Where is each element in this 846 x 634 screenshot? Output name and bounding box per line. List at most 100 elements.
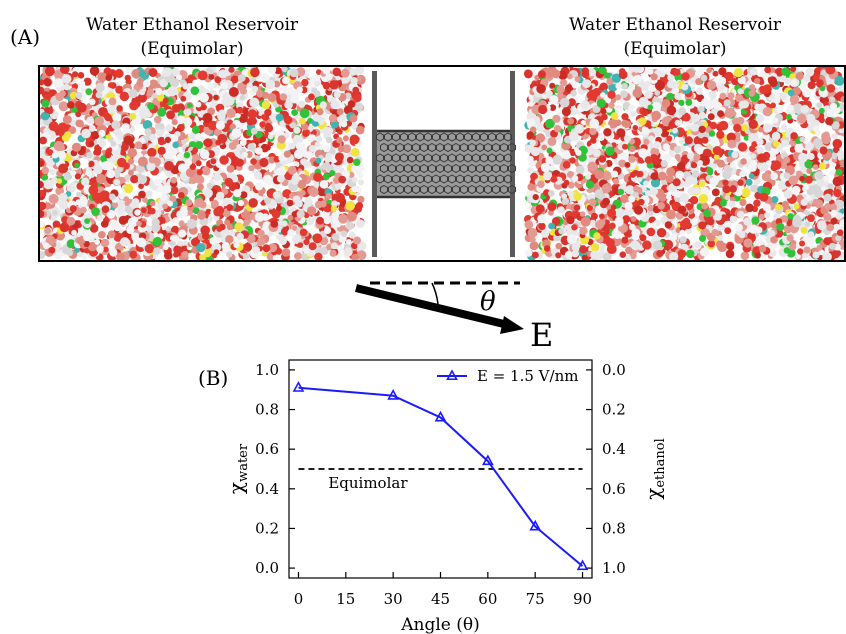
atom bbox=[666, 105, 677, 116]
atom bbox=[621, 82, 628, 90]
atom bbox=[211, 199, 219, 208]
atom bbox=[163, 244, 169, 251]
atom bbox=[638, 117, 647, 126]
atom bbox=[170, 186, 179, 195]
atom bbox=[276, 174, 285, 183]
atom bbox=[75, 168, 82, 175]
atom bbox=[265, 122, 272, 129]
atom bbox=[678, 99, 685, 106]
atom bbox=[309, 187, 319, 197]
atom bbox=[183, 117, 193, 127]
atom bbox=[259, 121, 266, 128]
atom bbox=[685, 98, 693, 106]
atom bbox=[182, 83, 189, 90]
atom bbox=[616, 128, 626, 138]
atom bbox=[185, 168, 196, 178]
atom bbox=[256, 195, 263, 203]
atom bbox=[293, 126, 301, 134]
atom bbox=[789, 243, 797, 251]
atom bbox=[580, 100, 590, 110]
atom bbox=[136, 220, 142, 227]
atom bbox=[234, 222, 244, 232]
atom bbox=[149, 79, 159, 89]
atom bbox=[252, 246, 260, 254]
atom bbox=[294, 149, 304, 159]
atom bbox=[761, 172, 771, 182]
atom bbox=[772, 117, 779, 124]
atom bbox=[562, 197, 570, 205]
atom bbox=[316, 216, 324, 225]
atom bbox=[719, 92, 727, 100]
atom bbox=[717, 235, 724, 241]
atom bbox=[717, 181, 724, 188]
atom bbox=[215, 120, 225, 130]
atom bbox=[739, 198, 747, 207]
atom bbox=[103, 67, 112, 76]
atom bbox=[799, 175, 805, 182]
atom bbox=[569, 157, 576, 164]
simulation-snapshot bbox=[40, 67, 844, 260]
atom bbox=[545, 70, 553, 79]
atom bbox=[273, 80, 281, 88]
atom bbox=[797, 113, 807, 124]
atom bbox=[212, 242, 221, 252]
atom bbox=[771, 160, 782, 170]
atom bbox=[579, 211, 586, 217]
atom bbox=[314, 200, 323, 209]
atom bbox=[138, 69, 146, 78]
atom bbox=[325, 136, 333, 144]
atom bbox=[40, 220, 45, 228]
atom bbox=[634, 86, 642, 93]
atom bbox=[119, 91, 130, 102]
atom bbox=[812, 198, 819, 206]
atom bbox=[779, 92, 788, 100]
atom bbox=[314, 252, 323, 260]
atom bbox=[639, 234, 647, 242]
atom bbox=[242, 211, 251, 220]
atom bbox=[40, 189, 45, 197]
atom bbox=[750, 184, 759, 193]
atom bbox=[203, 139, 210, 146]
atom bbox=[313, 90, 321, 97]
atom bbox=[754, 77, 761, 85]
atom bbox=[813, 138, 823, 148]
atom bbox=[599, 82, 608, 92]
atom bbox=[603, 72, 611, 79]
atom bbox=[254, 212, 265, 222]
atom bbox=[236, 106, 244, 114]
atom bbox=[272, 191, 281, 199]
atom bbox=[270, 220, 279, 228]
atom bbox=[58, 163, 69, 174]
atom bbox=[793, 203, 800, 210]
atom bbox=[279, 237, 287, 245]
atom bbox=[696, 146, 704, 155]
atom bbox=[52, 220, 61, 229]
atom bbox=[354, 102, 364, 112]
atom bbox=[803, 75, 810, 82]
atom bbox=[561, 193, 568, 199]
atom bbox=[61, 74, 72, 84]
atom bbox=[294, 252, 302, 260]
atom bbox=[124, 205, 132, 214]
atom bbox=[335, 221, 342, 228]
atom bbox=[88, 124, 96, 132]
atom bbox=[291, 211, 298, 218]
atom bbox=[178, 229, 187, 238]
atom bbox=[338, 206, 345, 213]
atom bbox=[770, 102, 776, 109]
atom bbox=[127, 148, 137, 158]
atom bbox=[318, 118, 325, 125]
atom bbox=[70, 170, 77, 177]
atom bbox=[350, 147, 360, 157]
atom bbox=[333, 176, 340, 184]
atom bbox=[330, 242, 338, 250]
atom bbox=[712, 146, 722, 155]
atom bbox=[41, 99, 50, 108]
atom bbox=[337, 145, 345, 153]
atom bbox=[100, 238, 110, 248]
atom bbox=[716, 167, 723, 174]
atom bbox=[532, 194, 539, 201]
atom bbox=[45, 235, 56, 246]
atom bbox=[134, 141, 143, 150]
atom bbox=[549, 82, 556, 89]
